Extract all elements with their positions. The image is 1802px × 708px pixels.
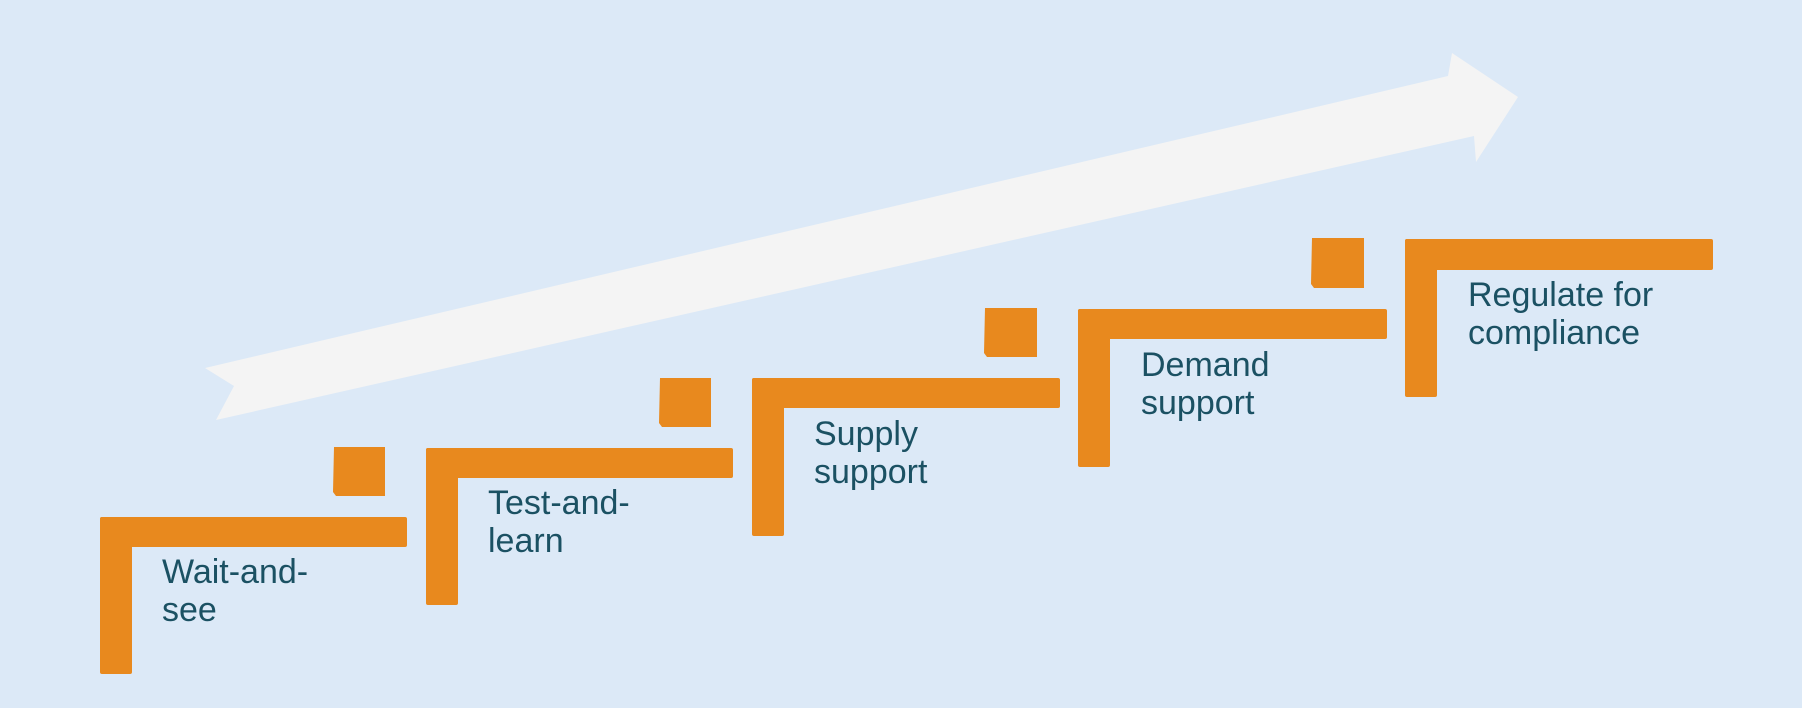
step-5-label-line-2: compliance <box>1468 314 1640 352</box>
step-4-label-line-1: Demand <box>1141 346 1270 384</box>
step-4-label: Demand support <box>1141 346 1270 422</box>
step-2-shape <box>426 378 733 605</box>
step-2-label-line-1: Test-and- <box>488 484 630 522</box>
step-4-shape <box>1078 238 1387 467</box>
step-5-label-line-1: Regulate for <box>1468 276 1654 314</box>
step-2-label: Test-and- learn <box>488 484 630 560</box>
step-2-label-line-2: learn <box>488 522 564 560</box>
progress-arrow <box>205 53 1518 420</box>
step-5-label: Regulate for compliance <box>1468 276 1653 352</box>
step-5-shape <box>1405 239 1713 397</box>
step-1-label-line-2: see <box>162 591 217 629</box>
step-4-label-line-2: support <box>1141 384 1255 422</box>
step-1-shape <box>100 447 407 674</box>
step-3-label: Supply support <box>814 415 927 491</box>
step-3-label-line-1: Supply <box>814 415 918 453</box>
step-3-shape <box>752 308 1060 536</box>
step-3-label-line-2: support <box>814 453 928 491</box>
step-1-label: Wait-and- see <box>162 553 308 629</box>
step-1-label-line-1: Wait-and- <box>162 553 309 591</box>
